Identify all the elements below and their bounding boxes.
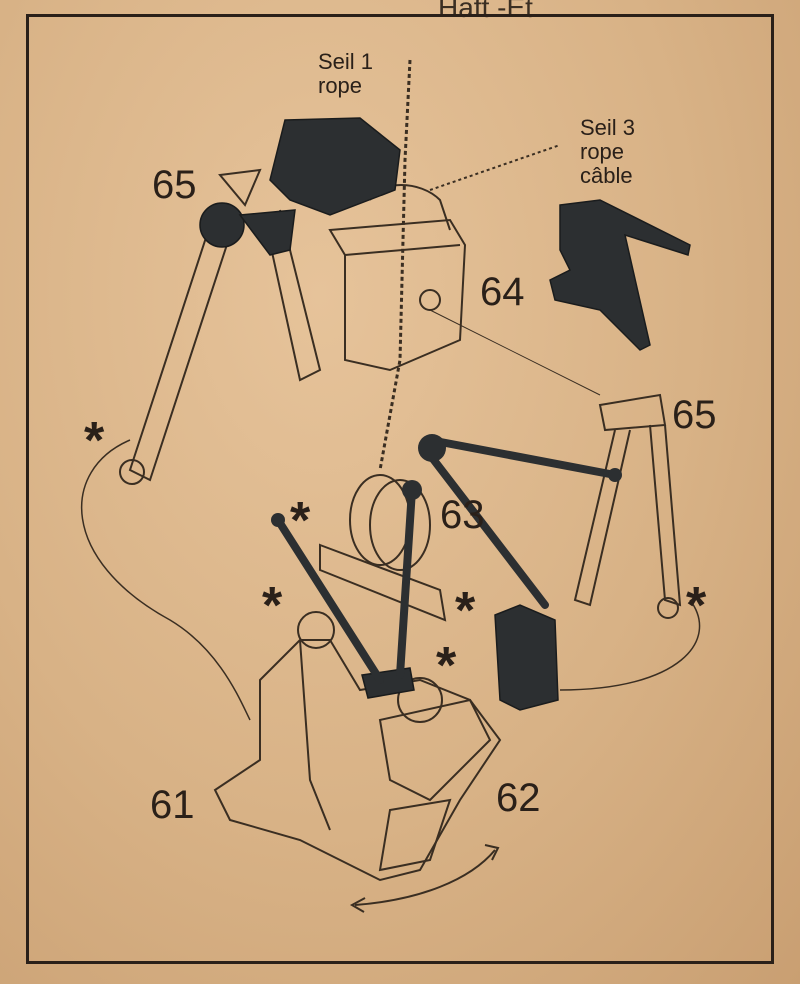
- plastic-rod-3: [426, 436, 619, 479]
- part-61-label: 61: [150, 783, 195, 827]
- plastic-rod-4: [426, 451, 549, 609]
- bucket-61-pivot: [297, 611, 335, 649]
- guide-curve-left: [80, 439, 251, 721]
- block-64-hole: [419, 289, 441, 311]
- asterisk-marker-5: *: [436, 637, 457, 695]
- plastic-rod-2: [396, 486, 416, 679]
- swing-arrow: [354, 849, 496, 906]
- rope-1-label: Seil 1 rope: [318, 49, 374, 99]
- asterisk-marker-2: *: [290, 492, 311, 550]
- swing-arrow-head: [484, 844, 500, 861]
- plastic-part-weight: [494, 604, 559, 711]
- rope-3-label-line1: Seil 3: [580, 115, 636, 140]
- rope-3-label: Seil 3 rope câble: [580, 115, 636, 189]
- swing-arrow-tail: [349, 897, 366, 913]
- instruction-frame: [26, 14, 774, 964]
- asterisk-marker-6: *: [686, 577, 707, 635]
- asterisk-marker-1: *: [84, 412, 105, 470]
- plastic-rod-3-end: [608, 468, 622, 482]
- boom-65-left-top: [218, 168, 262, 207]
- plastic-part-link-block: [361, 667, 415, 699]
- bucket-61-body: [213, 639, 502, 882]
- boom-65-right-strut: [573, 429, 631, 607]
- part-64-label: 64: [480, 270, 525, 314]
- drum-63-left: [349, 474, 411, 566]
- rope-1-label-line1: Seil 1: [318, 49, 374, 74]
- boom-65-left-arm: [128, 208, 237, 482]
- part-62-label: 62: [496, 776, 541, 820]
- plastic-part-wheel: [199, 202, 245, 248]
- rope-1: [378, 59, 412, 471]
- plastic-rod-2-end: [402, 480, 422, 500]
- drum-63-axle: [319, 543, 447, 622]
- plastic-part-boom-head: [269, 117, 401, 216]
- header-text: Haft.-Et.: [438, 0, 541, 23]
- rope-3-label-line2: rope: [580, 139, 625, 165]
- part-65-left-label: 65: [152, 163, 197, 207]
- bucket-61-edge: [299, 639, 331, 831]
- rope-1-label-line2: rope: [318, 73, 363, 99]
- boom-65-right-pivot: [657, 597, 679, 619]
- part-63-label: 63: [440, 493, 485, 537]
- rope-3: [429, 144, 561, 191]
- leader-line-64: [429, 309, 601, 396]
- boom-65-right-arm: [649, 424, 682, 607]
- bucket-62-tooth: [378, 798, 452, 872]
- part-65-right-label: 65: [672, 393, 717, 437]
- asterisk-marker-4: *: [455, 582, 476, 640]
- boom-65-left-strut: [264, 209, 322, 382]
- bucket-62-pivot: [397, 677, 443, 723]
- rope-3-label-line3: câble: [580, 163, 633, 189]
- plastic-rod-1: [274, 516, 384, 684]
- bucket-62-plate: [378, 698, 492, 802]
- boom-65-right-top: [598, 393, 667, 432]
- plastic-rod-junction: [418, 434, 446, 462]
- plastic-part-bracket: [238, 209, 296, 256]
- asterisk-marker-3: *: [262, 577, 283, 635]
- plastic-part-frame: [549, 199, 691, 351]
- guide-curve-right: [559, 599, 701, 691]
- drum-63-right: [369, 479, 431, 571]
- plastic-rod-1-end: [271, 513, 285, 527]
- block-64-body: [328, 218, 467, 372]
- boom-65-left-pivot: [119, 459, 145, 485]
